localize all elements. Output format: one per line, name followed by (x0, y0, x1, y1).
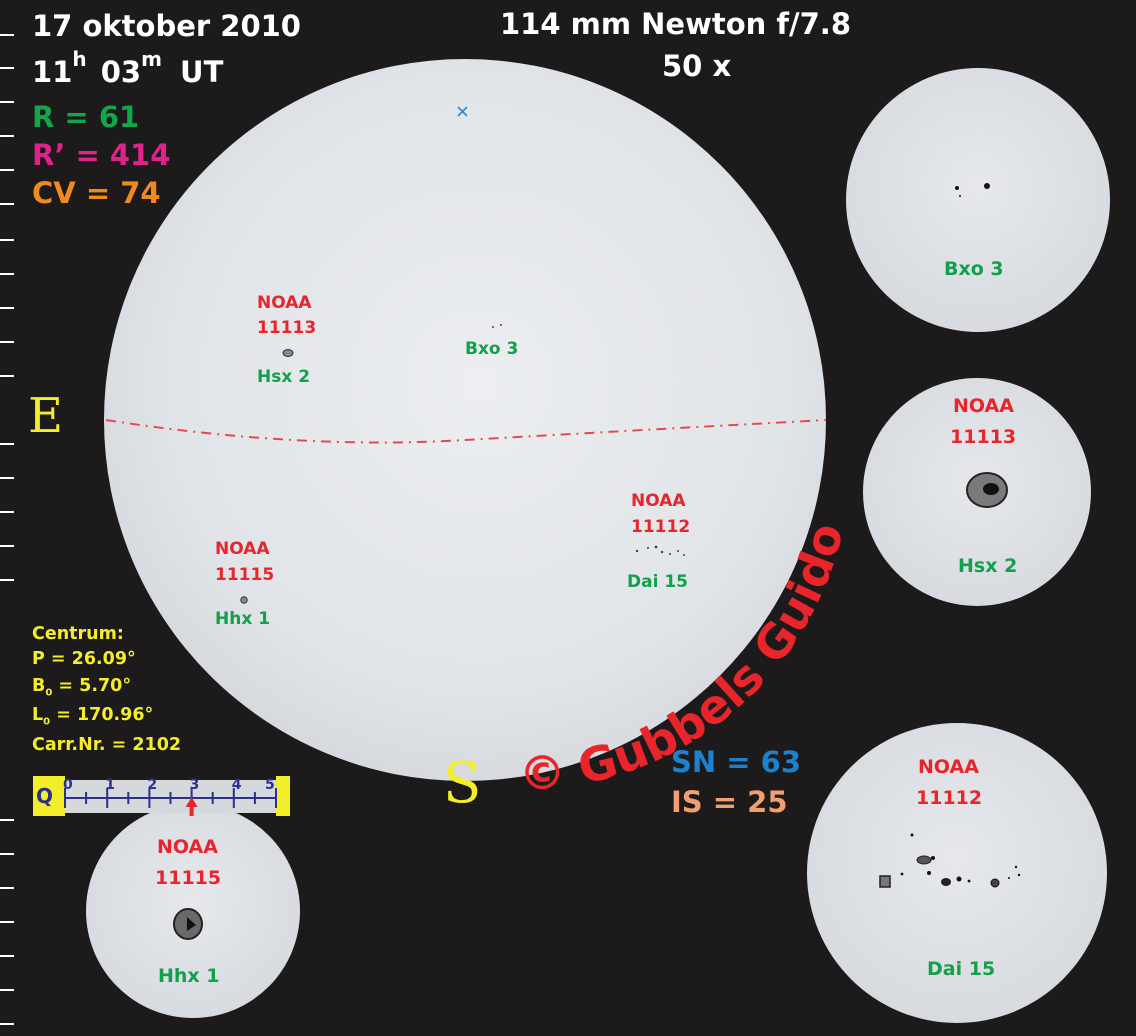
center-b0-value: = 5.70° (52, 676, 132, 696)
observation-time: 11h 03m UT (32, 49, 224, 89)
inset-11112-number: 11112 (916, 787, 983, 809)
sunspot-group-11112 (635, 545, 685, 556)
quality-scale-tick-label: 0 (63, 777, 73, 793)
quality-scale-marker-head (185, 797, 198, 807)
group-11115-class: Hhx 1 (215, 609, 271, 629)
time-hour-unit: h (72, 47, 87, 71)
inset-disk-11112 (807, 723, 1107, 1023)
stat-r-prime: R’ = 414 (32, 138, 171, 172)
center-b0-subscript: 0 (45, 687, 53, 699)
observation-date: 17 oktober 2010 (32, 9, 301, 43)
group-11113-noaa: NOAA (257, 293, 312, 313)
margin-ticks (0, 34, 14, 1025)
quality-scale-tick-label: 5 (265, 777, 275, 793)
center-title: Centrum: (32, 624, 124, 644)
inset-11115-number: 11115 (155, 867, 222, 889)
sunspot-group-11113 (282, 349, 294, 357)
quality-scale-tick-label: 4 (231, 777, 242, 793)
direction-east: E (28, 388, 64, 444)
center-p: P = 26.09° (32, 649, 136, 669)
inset-bxo3-class: Bxo 3 (944, 258, 1004, 280)
center-b0: B0 = 5.70° (32, 676, 132, 699)
quality-scale-tick-label: 1 (105, 777, 115, 793)
time-hour: 11 (32, 55, 73, 89)
quality-scale (33, 776, 290, 816)
quality-scale-label-box (33, 776, 65, 816)
inset-spot-11115-umbra (187, 917, 196, 931)
inset-11112-noaa: NOAA (918, 756, 979, 778)
inset-11115-class: Hhx 1 (158, 965, 220, 987)
instrument: 114 mm Newton f/7.8 (500, 7, 852, 41)
time-minute-unit: m (141, 47, 162, 71)
inset-spots-bxo3 (955, 183, 990, 197)
direction-south: S (443, 751, 482, 816)
center-l0-symbol: L (32, 705, 44, 725)
group-11115-number: 11115 (215, 565, 275, 585)
group-11113-class: Hsx 2 (257, 367, 311, 387)
inset-11115-noaa: NOAA (157, 836, 218, 858)
stat-cv: CV = 74 (32, 176, 161, 210)
group-11112-number: 11112 (631, 517, 691, 537)
center-carrington: Carr.Nr. = 2102 (32, 735, 182, 755)
inset-11113-noaa: NOAA (953, 395, 1014, 417)
magnification: 50 x (662, 49, 732, 83)
time-zone: UT (180, 55, 224, 89)
north-marker (457, 106, 468, 117)
group-11115-noaa: NOAA (215, 539, 270, 559)
quality-scale-marker-stem (189, 806, 194, 816)
center-l0: L0 = 170.96° (32, 705, 154, 728)
sunspot-group-11115 (240, 596, 248, 604)
inset-spots-11112 (879, 833, 1021, 888)
group-11112-noaa: NOAA (631, 491, 686, 511)
inset-11113-number: 11113 (950, 426, 1017, 448)
inset-11113-class: Hsx 2 (958, 555, 1018, 577)
stat-r: R = 61 (32, 100, 140, 134)
center-l0-value: = 170.96° (50, 705, 154, 725)
solar-equator-line (105, 419, 827, 444)
sunspot-group-bxo3 (492, 324, 502, 328)
time-minute: 03 (100, 55, 142, 89)
quality-scale-tick-label: 3 (189, 777, 200, 793)
inset-11112-class: Dai 15 (927, 958, 996, 980)
quality-scale-tick-label: 2 (147, 777, 158, 793)
sun-disk (104, 59, 826, 781)
inset-disk-bxo3 (846, 68, 1110, 332)
inset-spot-11113-umbra (983, 483, 999, 495)
quality-scale-label: Q (36, 784, 54, 808)
group-bxo3-class: Bxo 3 (465, 339, 519, 359)
center-b0-symbol: B (32, 676, 46, 696)
stat-is: IS = 25 (671, 785, 788, 819)
center-l0-subscript: 0 (43, 716, 51, 728)
stat-sn: SN = 63 (671, 745, 802, 779)
quality-scale-marker (185, 797, 198, 816)
group-11112-class: Dai 15 (627, 572, 688, 592)
group-11113-number: 11113 (257, 318, 317, 338)
quality-scale-end-box (276, 776, 290, 816)
